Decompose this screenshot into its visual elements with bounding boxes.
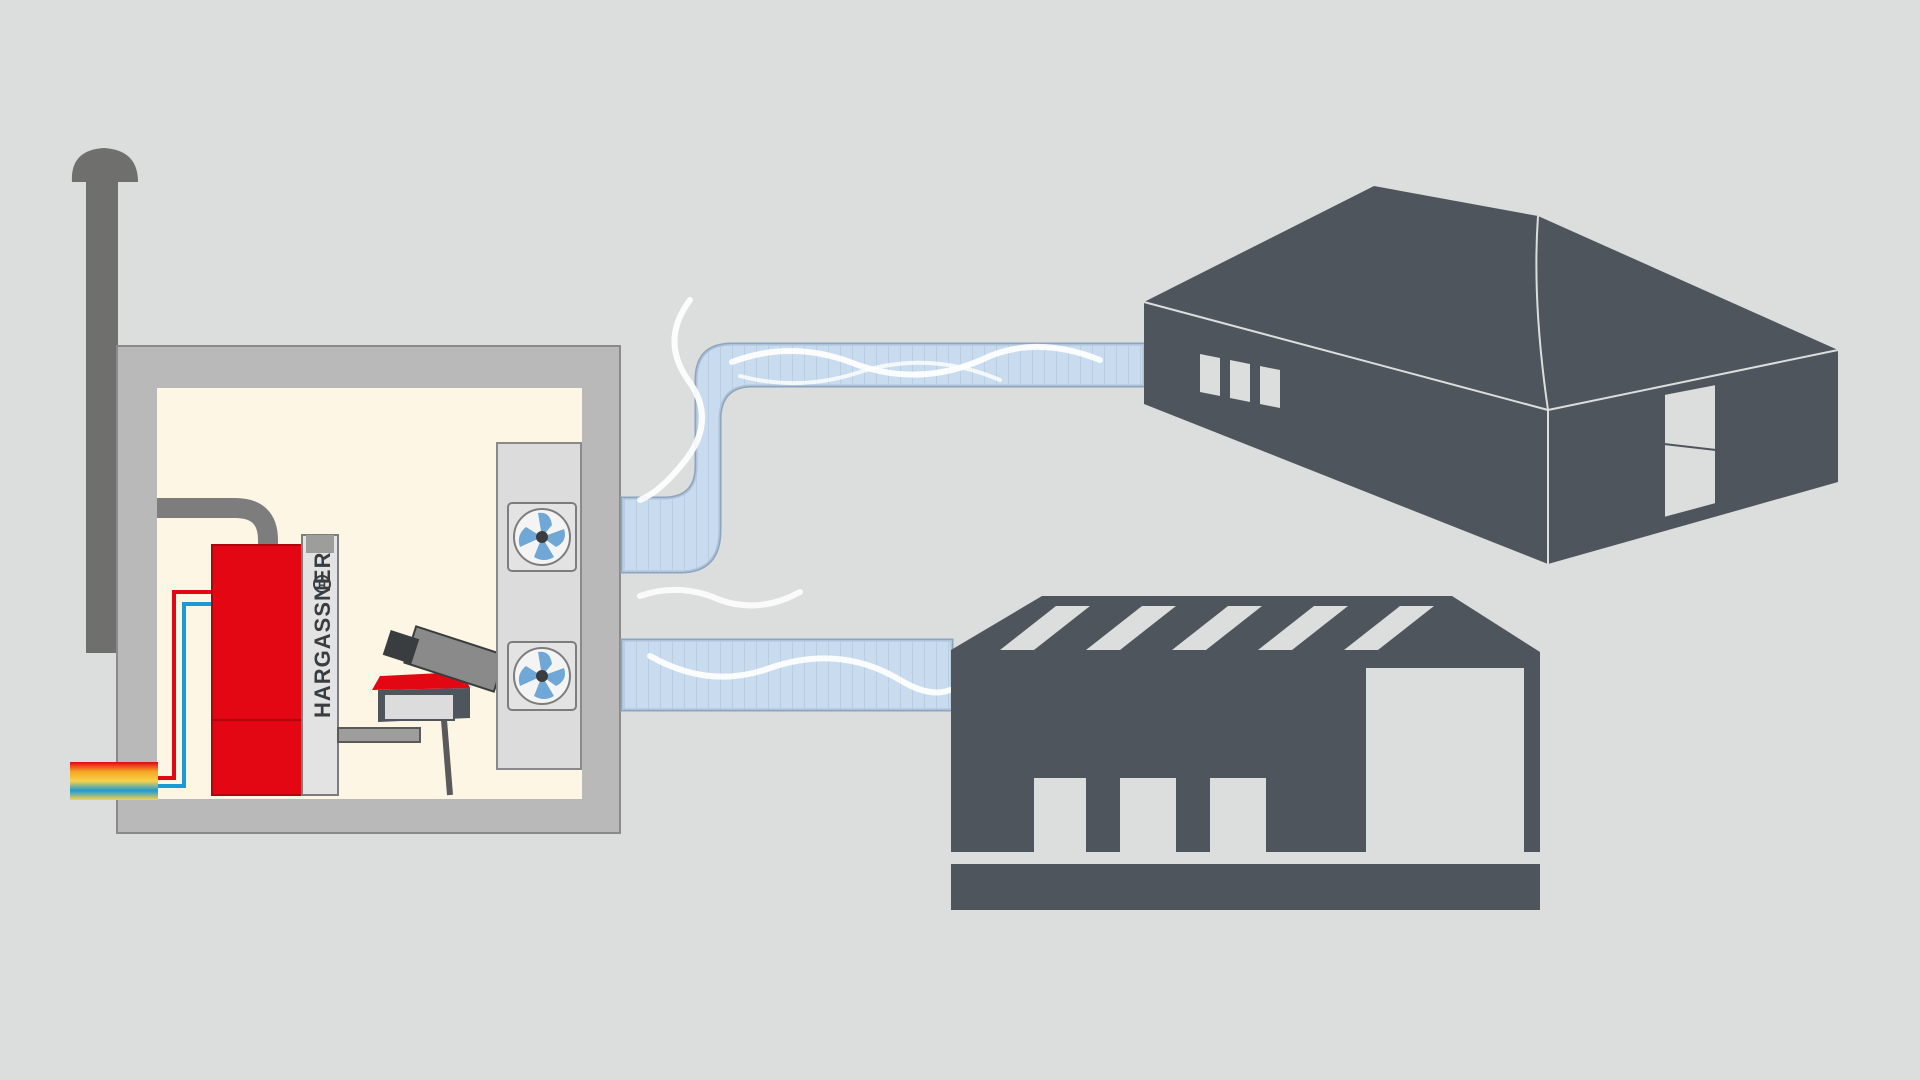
- fan-icon: [507, 502, 577, 572]
- boiler-body: [211, 544, 305, 796]
- boiler: H HARGASSNER: [211, 534, 339, 796]
- tent-building-icon: [1143, 186, 1839, 564]
- hall-bay: [1034, 778, 1086, 852]
- boiler-logo-icon: [313, 575, 331, 593]
- cold-water-line: [158, 602, 212, 788]
- fan-housing: [496, 442, 582, 770]
- tent-windows: [1200, 354, 1280, 408]
- hall-roof-skylights: [1000, 606, 1434, 650]
- flue-pipe: [157, 498, 278, 545]
- hall-base: [951, 864, 1540, 910]
- supply-pipe-bundle: [70, 762, 158, 800]
- water-lines: [158, 590, 212, 788]
- tent-roof: [1144, 186, 1838, 410]
- feed-auger: [337, 625, 507, 796]
- hall-bay: [1210, 778, 1266, 852]
- chimney-cap-icon: [71, 148, 138, 182]
- boiler-logo-letter: H: [318, 580, 326, 592]
- hot-water-line: [158, 590, 212, 780]
- chimney: [71, 148, 138, 653]
- upper-air-duct: [620, 297, 1146, 574]
- hall-building-icon: [951, 596, 1540, 910]
- hall-gate: [1366, 668, 1524, 852]
- tent-door: [1663, 382, 1717, 520]
- boiler-brand-label: HARGASSNER: [310, 552, 335, 718]
- hall-bay: [1120, 778, 1176, 852]
- fan-icon: [507, 641, 577, 711]
- lower-air-duct: [620, 586, 954, 712]
- fan-unit: [496, 442, 582, 770]
- chimney-pipe: [86, 180, 118, 653]
